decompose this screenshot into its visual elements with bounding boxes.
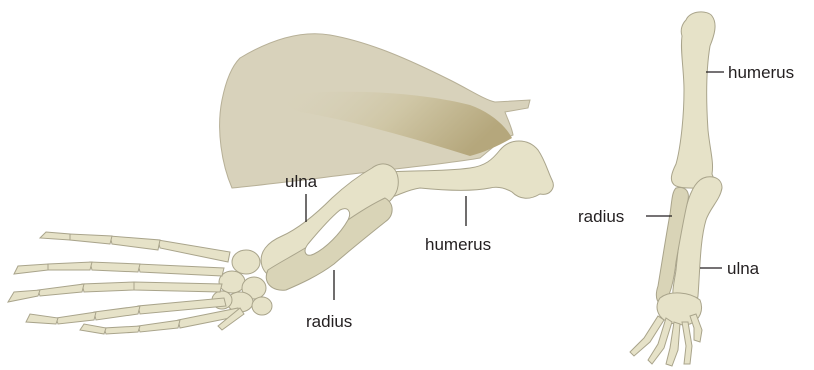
left-limb-side-view [8, 34, 553, 334]
label-ulna-right: ulna [727, 259, 760, 278]
humerus-bone-front [671, 12, 715, 190]
label-radius-right: radius [578, 207, 624, 226]
digits [8, 232, 244, 334]
label-ulna-left: ulna [285, 172, 318, 191]
right-limb-front-view [630, 12, 722, 366]
label-radius-left: radius [306, 312, 352, 331]
label-humerus-right: humerus [728, 63, 794, 82]
label-humerus-left: humerus [425, 235, 491, 254]
